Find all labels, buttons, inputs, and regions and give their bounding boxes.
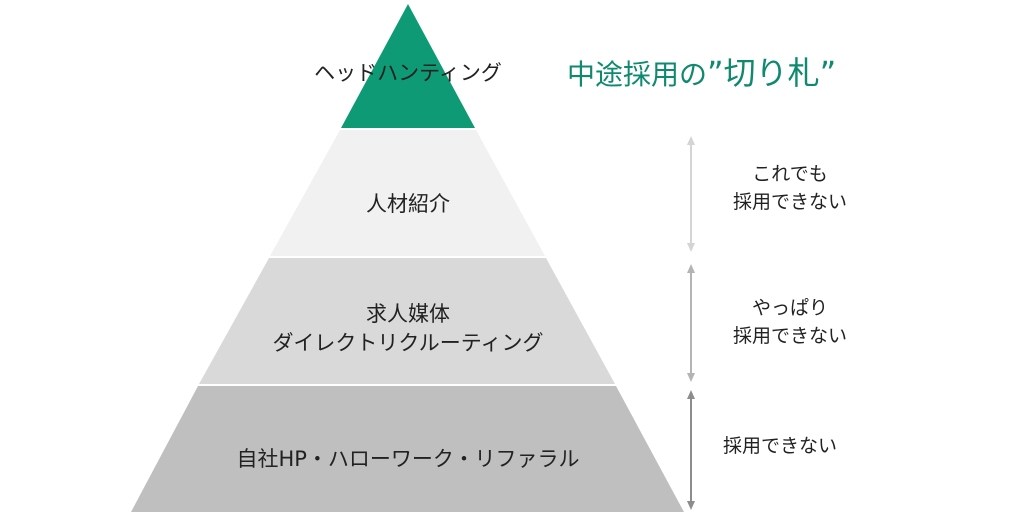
tier-label-headhunting: ヘッドハンティング [314,61,502,85]
tier-label-job-media-line1: 求人媒体 [366,302,450,326]
side-note-still-cannot-hire-line2: 採用できない [733,191,847,213]
pyramid-tier-headhunting [341,4,475,128]
pyramid-tier-job-media [199,258,615,384]
side-note-still-cannot-hire-line1: これでも [752,163,827,185]
side-note-after-all-cannot-hire-line2: 採用できない [733,325,847,347]
tagline-emphasis: 切り札 [724,54,820,92]
tagline-prefix: 中途採用の [567,58,707,91]
tier-label-own-channels: 自社HP・ハローワーク・リファラル [236,447,579,471]
double-arrow-tier-4 [687,390,695,510]
tier-label-job-media-line2: ダイレクトリクルーティング [272,331,543,355]
double-arrow-tier-3 [687,264,695,382]
tagline-quote-close: ” [820,54,837,92]
tagline-quote-open: ” [707,54,724,92]
side-note-after-all-cannot-hire-line1: やっぱり [752,297,828,319]
pyramid-tier-agency [270,130,545,256]
tier-label-agency: 人材紹介 [366,192,450,216]
double-arrow-tier-2 [687,136,695,252]
side-note-cannot-hire: 採用できない [723,435,837,457]
tagline-trump-card: 中途採用の”切り札” [567,54,836,92]
pyramid-tier-own-channels [131,386,684,512]
